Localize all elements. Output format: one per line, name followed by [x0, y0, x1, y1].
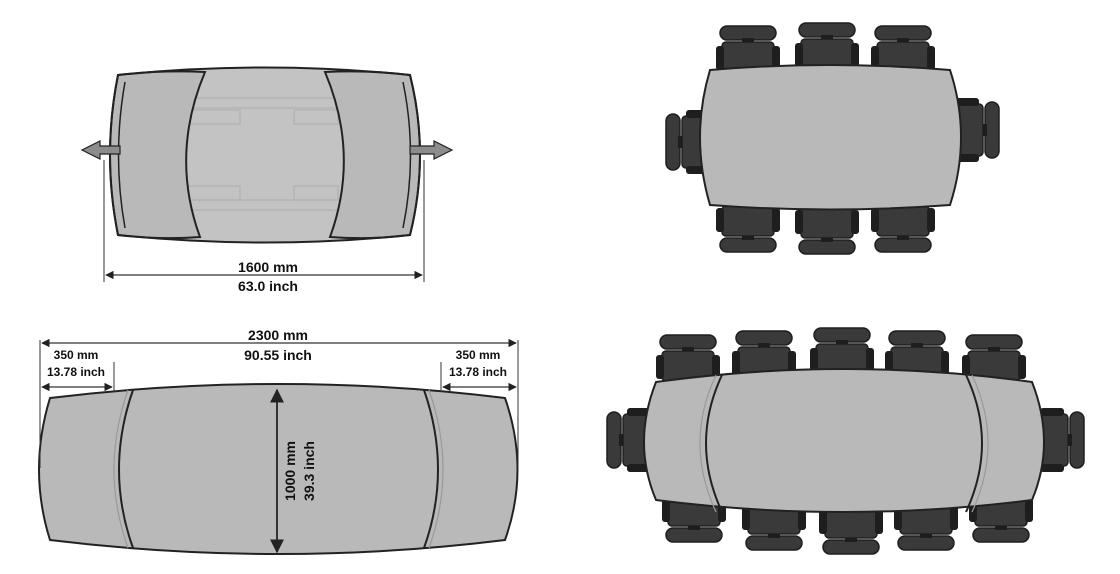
chair-icon — [715, 205, 781, 253]
small-seating-layout — [665, 22, 1000, 255]
small-bottom-chairs — [715, 205, 936, 255]
extend-right-arrow-icon — [409, 140, 454, 160]
closed-table-outline — [109, 66, 421, 244]
large-table-top — [643, 368, 1045, 513]
closed-width-inch: 63.0 inch — [238, 278, 298, 294]
chair-icon — [655, 334, 721, 382]
depth-dimension: 1000 mm 39.3 inch — [270, 388, 317, 554]
extend-left-arrow-icon — [80, 140, 121, 160]
chair-icon — [794, 22, 860, 70]
chair-icon — [870, 205, 936, 253]
depth-mm: 1000 mm — [282, 441, 298, 501]
open-length-dimension: 2300 mm 90.55 inch — [39, 327, 519, 468]
small-table-top — [699, 64, 962, 211]
large-seating-layout — [606, 327, 1085, 555]
chair-icon — [794, 207, 860, 255]
right-leaf-dimension: 350 mm 13.78 inch — [440, 348, 517, 392]
left-leaf-dimension: 350 mm 13.78 inch — [41, 348, 115, 392]
open-length-mm: 2300 mm — [248, 327, 308, 343]
extended-table-top — [38, 383, 519, 555]
depth-inch: 39.3 inch — [301, 441, 317, 501]
left-leaf-mm: 350 mm — [54, 348, 99, 362]
closed-table-diagram: 1600 mm 63.0 inch — [80, 66, 454, 294]
closed-width-dimension: 1600 mm 63.0 inch — [103, 160, 425, 294]
chair-icon — [818, 507, 884, 555]
extended-table-diagram: 2300 mm 90.55 inch 350 mm 13.78 inch 350… — [38, 327, 519, 555]
open-length-inch: 90.55 inch — [244, 347, 312, 363]
right-leaf-inch: 13.78 inch — [449, 365, 507, 379]
closed-width-mm: 1600 mm — [238, 259, 298, 275]
chair-icon — [809, 327, 875, 375]
right-leaf-mm: 350 mm — [456, 348, 501, 362]
left-leaf-inch: 13.78 inch — [47, 365, 105, 379]
chair-icon — [715, 25, 781, 73]
